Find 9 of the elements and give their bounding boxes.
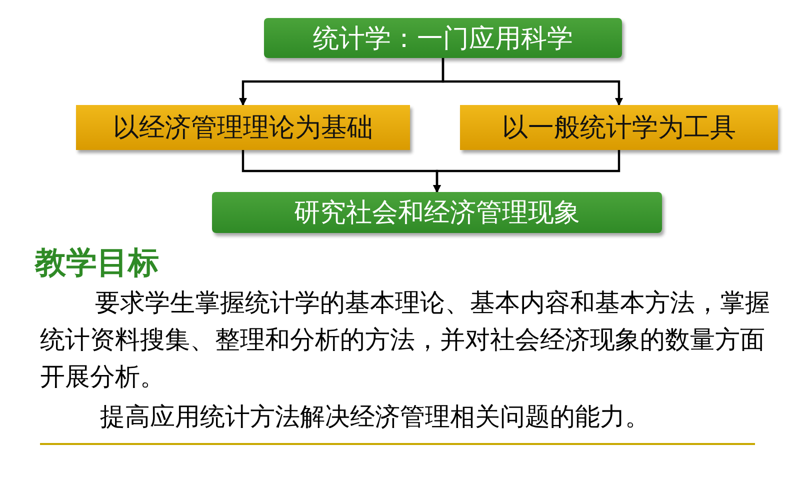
arrow: [442, 58, 623, 106]
top-box: 统计学：一门应用科学: [264, 18, 622, 58]
paragraph: 提高应用统计方法解决经济管理相关问题的能力。: [99, 401, 651, 433]
heading: 教学目标: [35, 244, 159, 283]
arrow: [433, 150, 620, 193]
basis-box: 以经济管理理论为基础: [76, 105, 410, 150]
bottom-box: 研究社会和经济管理现象: [212, 192, 662, 233]
paragraph: 要求学生掌握统计学的基本理论、基本内容和基本方法，掌握统计资料搜集、整理和分析的方法，并对社会经济现象的数量方面开展分析。: [40, 287, 771, 393]
tool-box: 以一般统计学为工具: [460, 105, 778, 150]
